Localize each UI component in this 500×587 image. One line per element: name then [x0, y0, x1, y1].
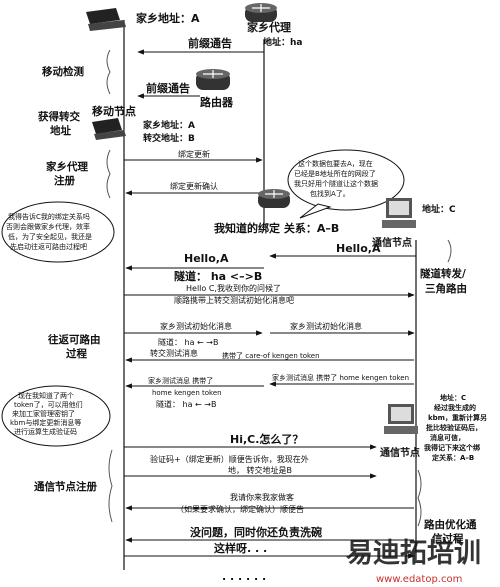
cn-note-line-4: 批比较验证码后，: [426, 423, 482, 432]
cn-note-line-7: 定关系：A–B: [432, 453, 474, 462]
hoti-label-1: 家乡测试初始化消息: [160, 321, 232, 331]
ha-binding-label: 我知道的绑定 关系：A–B: [214, 221, 339, 235]
home-agent-router-icon-2: [258, 189, 290, 208]
computer-icon-cn-2: [384, 404, 418, 434]
home-agent-router-icon: [245, 3, 277, 22]
ha-note-line-3: 我只好用个隧道让这个数据: [294, 179, 378, 188]
laptop-icon-top: [86, 8, 126, 31]
corr-node-label-2: 通信节点: [380, 446, 420, 459]
laptop-icon-mobile: [92, 118, 126, 140]
hello-c-sub-label: 顺路携带上转交测试初始化消息吧: [174, 295, 294, 305]
token-note-line-4: kbm与绑定更新消息等: [10, 418, 81, 427]
mn-care-of-address: 转交地址：B: [143, 132, 195, 144]
reply-label: 没问题，同时你还负责洗碗: [190, 525, 322, 539]
cn-note-line-3: kbm，重新计算另: [428, 413, 487, 422]
cn-note-line-2: 经过我生成的: [434, 403, 476, 412]
tunnel-small-label-2: 隧道： ha ← →B: [156, 399, 217, 409]
route-opt-label-2: 信过程: [432, 532, 464, 545]
left-note-line-2: 否则会跟做家乡代理，效率: [6, 222, 90, 231]
cn-note-line-6: 我得记下来这个绑: [424, 443, 480, 452]
left-rr-note-bubble: [1, 201, 115, 263]
ha-tunnel-note-bubble: [287, 149, 405, 211]
prefix-advert-1-label: 前缀通告: [188, 36, 232, 50]
ha-reg-label-1: 家乡代理: [46, 160, 88, 173]
ha-note-line-2: 已经是B地址所在的网段了: [294, 169, 376, 178]
ba-line-1: 我请你来我家做客: [230, 492, 294, 502]
hot-label: 家乡测试消息 携带了 home kengen token: [272, 373, 409, 382]
ha-note-line-4: 包找到A了。: [310, 189, 350, 198]
route-opt-label-1: 路由优化通: [424, 518, 477, 531]
router-label: 路由器: [200, 95, 234, 109]
hi-c-label: Hi,C.怎么了？: [230, 432, 303, 446]
cn-address-label: 地址：C: [422, 203, 456, 215]
tunnel-forward-label-2: 三角路由: [425, 282, 467, 295]
token-note-line-1: 现在我知道了两个: [18, 391, 74, 400]
bu-line-1: 验证码+（绑定更新）顺便告诉你，我现在外: [150, 454, 309, 464]
care-of-token-label: 携带了 care-of kengen token: [222, 351, 320, 360]
hello-a-label-2: Hello,A: [184, 252, 229, 265]
tunnel-brace: [447, 239, 452, 263]
left-note-line-4: 先启动往返可路由过程吧: [10, 242, 87, 251]
tunnel-forward-label-1: 隧道转发/: [420, 267, 466, 280]
home-token-label: home kengen token: [152, 389, 222, 397]
ha-reg-brace: [106, 149, 111, 199]
token-note-bubble: [1, 385, 111, 447]
rr-label-2: 过程: [66, 347, 87, 360]
get-coa-label-1: 获得转交: [38, 110, 80, 123]
watermark-url: www.edatop.com: [376, 574, 462, 585]
bu-line-2: 地， 转交地址是B: [228, 465, 292, 475]
move-detect-label: 移动检测: [42, 65, 84, 78]
route-opt-brace: [417, 469, 422, 527]
mn-home-address: 家乡地址：A: [143, 119, 195, 131]
ha-note-line-1: 这个数据包要去A，现在: [298, 159, 373, 168]
hello-c-label: Hello C,我收到你的问候了: [186, 283, 281, 293]
mobile-node-label: 移动节点: [92, 104, 136, 118]
continuation-dots: . . . . . .: [222, 570, 266, 583]
cn-reg-label: 通信节点注册: [34, 480, 97, 493]
left-note-line-1: 我得告诉C我的绑定关系吗: [8, 212, 90, 221]
hello-a-label-1: Hello,A: [336, 242, 381, 255]
token-note-line-5: 进行运算生成验证码: [14, 427, 77, 436]
hot-2-label: 家乡测试消息 携带了: [148, 376, 213, 385]
prefix-advert-2-label: 前缀通告: [146, 81, 190, 95]
binding-ack-label: 绑定更新确认: [170, 181, 218, 191]
router-icon: [196, 69, 230, 90]
token-note-line-2: token了，可以用他们: [14, 400, 83, 409]
left-note-line-3: 低，为了安全起见，我还是: [8, 232, 92, 241]
ha-reg-label-2: 注册: [54, 174, 75, 187]
corr-node-label: 通信节点: [372, 236, 412, 249]
home-agent-label: 家乡代理: [247, 20, 291, 34]
get-coa-label-2: 地址: [50, 124, 71, 137]
bye-label: 这样呀. . .: [214, 541, 267, 555]
home-address-a-label: 家乡地址：A: [136, 11, 200, 25]
home-agent-address: 地址：ha: [263, 36, 302, 48]
ha-note-tail: [299, 203, 332, 219]
watermark-text: 易迪拓培训: [346, 538, 481, 569]
computer-icon-cn: [382, 198, 416, 228]
cn-note-line-5: 消息可信，: [430, 433, 465, 442]
tunnel-label: 隧道： ha <–>B: [174, 269, 262, 283]
cn-note-line-1: 地址：C: [440, 393, 466, 402]
cn-reg-brace: [108, 449, 113, 523]
token-note-line-3: 来加工家管理密钥了: [12, 409, 75, 418]
ba-line-2: （如果要求确认，绑定确认）顺便告: [176, 504, 304, 514]
hoti-label-2: 家乡测试初始化消息: [290, 321, 362, 331]
binding-update-label: 绑定更新: [178, 149, 210, 159]
rr-label-1: 往返可路由: [48, 333, 101, 346]
coti-label: 转交测试消息: [150, 348, 198, 358]
tunnel-small-label: 隧道： ha ← →B: [158, 337, 219, 347]
move-detect-brace: [106, 49, 111, 95]
